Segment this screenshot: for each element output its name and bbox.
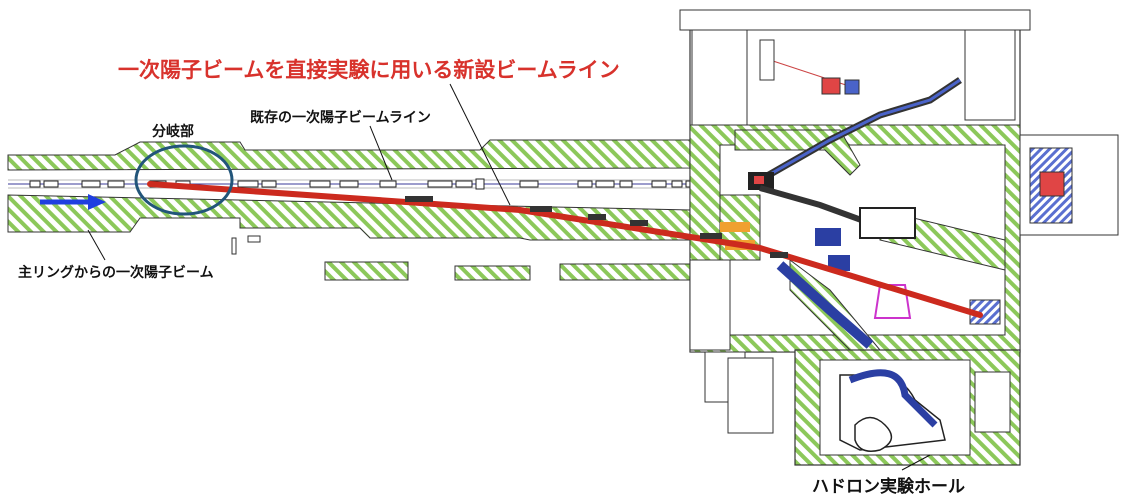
new-beamline-label: 一次陽子ビームを直接実験に用いる新設ビームライン bbox=[118, 58, 620, 82]
tunnel-lower-blocks bbox=[324, 261, 691, 281]
tunnel-upper-wall bbox=[7, 139, 691, 171]
new-beamline-magnets bbox=[405, 196, 788, 258]
leader-main-ring-beam bbox=[87, 229, 106, 261]
leader-new-beamline bbox=[449, 83, 511, 206]
branch-point-circle bbox=[134, 144, 234, 216]
lower-experimental-area bbox=[794, 349, 1021, 466]
incoming-beam-arrow bbox=[40, 194, 106, 210]
main-ring-beam-label: 主リングからの一次陽子ビーム bbox=[18, 265, 214, 281]
branch-label: 分岐部 bbox=[152, 124, 194, 140]
service-rooms bbox=[689, 259, 774, 434]
tunnel-lower-wall bbox=[7, 194, 691, 255]
new-beamline bbox=[147, 181, 983, 318]
existing-beamline-label: 既存の一次陽子ビームライン bbox=[250, 110, 431, 126]
leader-existing-beamline bbox=[369, 125, 393, 181]
hadron-hall-building bbox=[679, 9, 1119, 353]
leader-hadron-hall bbox=[901, 454, 931, 471]
hadron-hall-label: ハドロン実験ホール bbox=[812, 477, 965, 497]
